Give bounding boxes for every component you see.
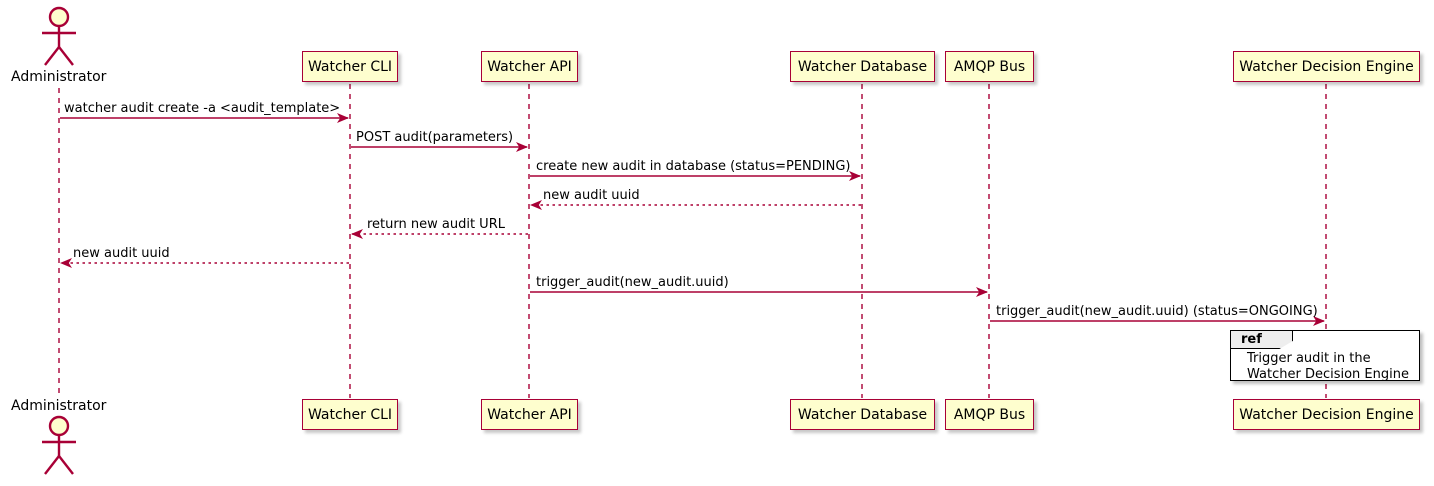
participant-box-watcher-decision-engine-bottom[interactable]: Watcher Decision Engine bbox=[1233, 399, 1420, 430]
message-label-3: create new audit in database (status=PEN… bbox=[536, 159, 851, 174]
participant-box-watcher-api-top[interactable]: Watcher API bbox=[481, 51, 578, 82]
message-label-2: POST audit(parameters) bbox=[356, 130, 514, 145]
message-label-6: new audit uuid bbox=[73, 246, 170, 261]
participant-label: Watcher CLI bbox=[307, 58, 393, 75]
participant-label: Watcher Decision Engine bbox=[1239, 58, 1414, 75]
actor-label-administrator-top: Administrator bbox=[11, 69, 107, 85]
actor-label-administrator-bottom: Administrator bbox=[11, 398, 107, 414]
actor-administrator-top-figure bbox=[42, 6, 76, 66]
participant-label: Watcher Decision Engine bbox=[1239, 406, 1414, 423]
message-label-8: trigger_audit(new_audit.uuid) (status=ON… bbox=[996, 304, 1318, 319]
actor-administrator-bottom-figure bbox=[42, 415, 76, 475]
ref-fragment-line-1: Trigger audit in the bbox=[1247, 351, 1371, 366]
participant-box-amqp-bus-top[interactable]: AMQP Bus bbox=[945, 51, 1034, 82]
message-arrows bbox=[60, 113, 1325, 326]
participant-label: Watcher CLI bbox=[307, 406, 393, 423]
participant-box-watcher-cli-top[interactable]: Watcher CLI bbox=[302, 51, 398, 82]
participant-label: Watcher Database bbox=[797, 58, 928, 75]
participant-box-amqp-bus-bottom[interactable]: AMQP Bus bbox=[945, 399, 1034, 430]
participant-label: AMQP Bus bbox=[953, 406, 1026, 423]
participant-box-watcher-database-bottom[interactable]: Watcher Database bbox=[790, 399, 935, 430]
ref-tag-shape bbox=[1231, 331, 1293, 349]
ref-fragment: ref Trigger audit in the Watcher Decisio… bbox=[1230, 330, 1420, 383]
participant-box-watcher-cli-bottom[interactable]: Watcher CLI bbox=[302, 399, 398, 430]
message-label-5: return new audit URL bbox=[367, 217, 505, 232]
ref-fragment-body: Trigger audit in the Watcher Decision En… bbox=[1247, 351, 1409, 383]
participant-label: Watcher Database bbox=[797, 406, 928, 423]
lifelines bbox=[58, 84, 1327, 398]
ref-tag-label: ref bbox=[1241, 332, 1262, 347]
participant-box-watcher-api-bottom[interactable]: Watcher API bbox=[481, 399, 578, 430]
participant-box-watcher-database-top[interactable]: Watcher Database bbox=[790, 51, 935, 82]
message-label-7: trigger_audit(new_audit.uuid) bbox=[536, 275, 729, 290]
participant-label: Watcher API bbox=[487, 58, 572, 75]
participant-label: Watcher API bbox=[487, 406, 572, 423]
participant-box-watcher-decision-engine-top[interactable]: Watcher Decision Engine bbox=[1233, 51, 1420, 82]
ref-fragment-line-2: Watcher Decision Engine bbox=[1247, 367, 1409, 382]
message-label-1: watcher audit create -a <audit_template> bbox=[64, 101, 341, 116]
participant-label: AMQP Bus bbox=[953, 58, 1026, 75]
message-label-4: new audit uuid bbox=[543, 188, 640, 203]
